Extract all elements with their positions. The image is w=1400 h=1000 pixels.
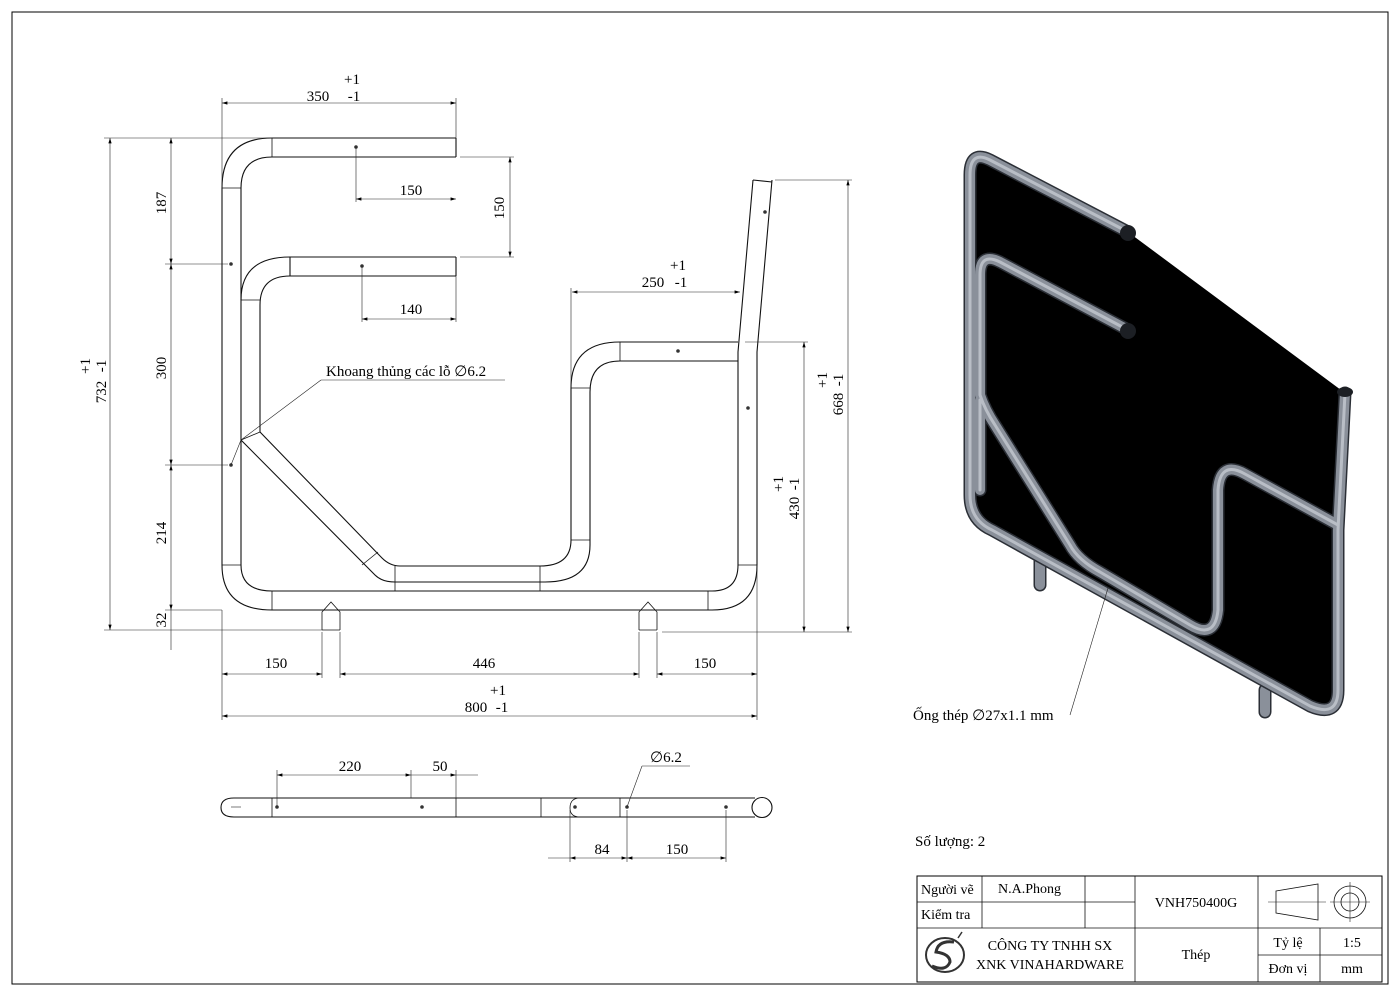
tb-unit-label: Đơn vị — [1269, 962, 1308, 977]
dim-side-50: 50 — [433, 759, 448, 775]
dim-right-height-tol-minus: -1 — [787, 478, 803, 491]
tube-end-circle — [751, 796, 773, 819]
dim-top-width: 350 — [307, 89, 330, 105]
tb-scale-label: Tỷ lệ — [1273, 936, 1302, 951]
dim-right-height: 430 — [787, 497, 803, 520]
dim-side-220: 220 — [339, 759, 362, 775]
dim-side-84: 84 — [595, 842, 611, 858]
dim-post-height-tol-minus: -1 — [831, 374, 847, 387]
dim-top-width-tol-plus: +1 — [344, 72, 360, 88]
diagonal-brace — [240, 439, 545, 583]
foot-left — [321, 601, 341, 630]
dim-right-height-tol-plus: +1 — [771, 476, 787, 492]
dim-post-height-tol-plus: +1 — [815, 372, 831, 388]
dim-total-height-tol-plus: +1 — [78, 358, 94, 374]
quantity-note: Số lượng: 2 — [915, 834, 985, 850]
tb-company-line1: CÔNG TY TNHH SX — [988, 937, 1113, 954]
frame-outline-inner — [240, 156, 754, 592]
dim-post-height: 668 — [831, 393, 847, 416]
dim-bottom-446: 446 — [473, 656, 496, 672]
foot-right — [638, 601, 658, 630]
tube-end-upper — [1120, 225, 1136, 241]
tb-part-code: VNH750400G — [1155, 896, 1237, 911]
drill-note: Khoang thủng các lỗ ∅6.2 — [326, 364, 486, 380]
tb-unit: mm — [1341, 962, 1363, 977]
side-view: 220 50 ∅6.2 84 150 — [220, 750, 773, 862]
title-block: Người vẽ N.A.Phong Kiểm tra VNH750400G C… — [916, 875, 1383, 983]
tb-checked-label: Kiểm tra — [921, 908, 971, 923]
drill-holes — [229, 145, 767, 467]
dim-top-width-tol-minus: -1 — [348, 89, 361, 105]
dim-left-214: 214 — [154, 521, 170, 544]
dim-left-187: 187 — [154, 191, 170, 214]
lower-arm — [240, 256, 456, 301]
front-dimensions: +1 350 -1 150 140 150 187 300 214 32 +1 — [78, 72, 852, 720]
dim-right-width: 250 — [642, 275, 665, 291]
dim-arm-spacing: 150 — [492, 197, 508, 220]
tb-scale: 1:5 — [1343, 936, 1361, 951]
right-u-section — [539, 341, 738, 567]
tube-end-post — [1337, 387, 1353, 397]
sheet-border — [11, 11, 1389, 985]
dim-total-width-tol-minus: -1 — [496, 700, 509, 716]
tube-note: Ống thép ∅27x1.1 mm — [913, 706, 1054, 724]
dim-bottom-150-right: 150 — [694, 656, 717, 672]
tb-company-line2: XNK VINAHARDWARE — [976, 958, 1124, 973]
dim-upper-arm: 150 — [400, 183, 423, 199]
dim-right-width-tol-minus: -1 — [675, 275, 688, 291]
isometric-view: Ống thép ∅27x1.1 mm — [913, 157, 1353, 724]
tube-end-lower — [1120, 323, 1136, 339]
tb-drawn-by-label: Người vẽ — [921, 883, 974, 898]
tb-material: Thép — [1182, 948, 1211, 963]
dim-left-32: 32 — [154, 613, 170, 628]
dim-side-150: 150 — [666, 842, 689, 858]
dim-total-width-tol-plus: +1 — [490, 683, 506, 699]
projection-symbol-icon — [1268, 882, 1370, 922]
dim-hole-dia: ∅6.2 — [650, 750, 682, 766]
tb-drawn-by: N.A.Phong — [998, 882, 1061, 897]
dim-total-width: 800 — [465, 700, 488, 716]
company-logo-icon — [925, 931, 965, 973]
dim-total-height: 732 — [94, 381, 110, 404]
frame-outline-outer — [221, 137, 773, 611]
front-view — [221, 137, 773, 631]
dim-bottom-150-left: 150 — [265, 656, 288, 672]
dim-total-height-tol-minus: -1 — [94, 360, 110, 373]
dim-right-width-tol-plus: +1 — [670, 258, 686, 274]
dim-left-300: 300 — [154, 357, 170, 380]
dim-lower-arm: 140 — [400, 302, 423, 318]
